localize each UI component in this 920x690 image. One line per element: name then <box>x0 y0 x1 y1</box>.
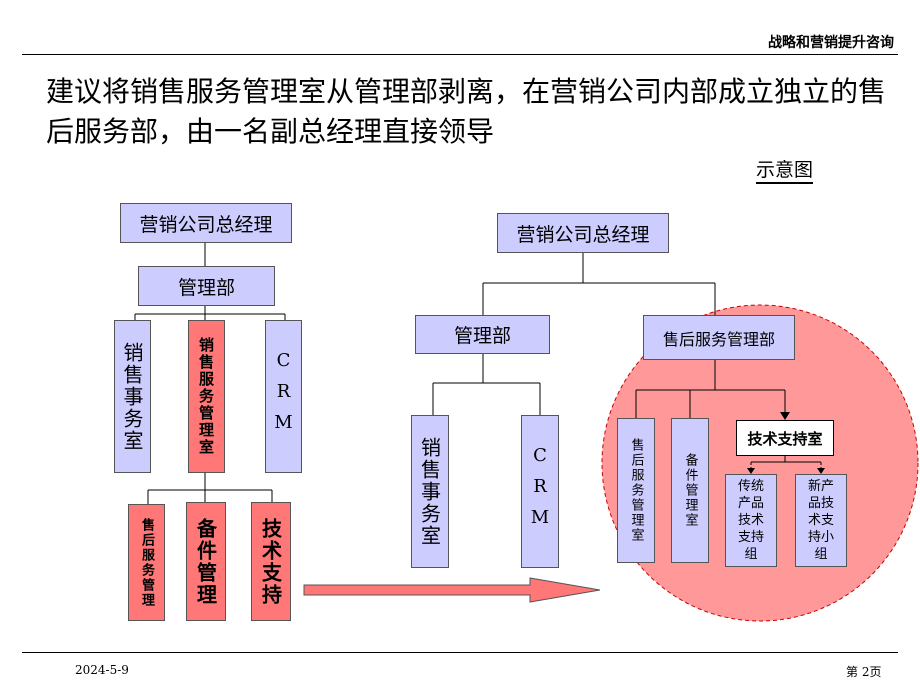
footer-rule <box>22 652 898 653</box>
left-mgmt-box: 管理部 <box>138 266 275 306</box>
diagram-label: 示意图 <box>756 158 814 184</box>
right-after-sales-dept-label: 售后服务管理部 <box>662 329 775 349</box>
left-sales-office-label: 销售事务室 <box>120 341 144 452</box>
left-parts-box: 备件管理 <box>186 502 226 621</box>
right-gm-label: 营销公司总经理 <box>516 223 650 246</box>
transition-arrow <box>303 577 601 603</box>
right-new-support-box: 新产品技术支持小组 <box>795 474 847 567</box>
right-mgmt-label: 管理部 <box>453 325 511 347</box>
left-connectors <box>134 242 286 504</box>
right-mgmt-box: 管理部 <box>415 315 550 354</box>
right-after-sales-dept-box: 售后服务管理部 <box>643 315 795 360</box>
left-gm-label: 营销公司总经理 <box>139 213 273 236</box>
dashed-arrow-stems <box>750 462 822 468</box>
right-trad-support-label: 传统产品技术支持组 <box>737 479 764 562</box>
left-after-sales-label: 售后服务管理 <box>139 517 154 608</box>
consulting-label: 战略和营销提升咨询 <box>768 35 894 51</box>
left-tech-box: 技术支持 <box>251 502 291 621</box>
slide-title: 建议将销售服务管理室从管理部剥离，在营销公司内部成立独立的售后服务部，由一名副总… <box>46 75 887 148</box>
footer-date: 2024-5-9 <box>75 663 129 677</box>
left-crm-label: CRM <box>273 350 294 443</box>
right-crm-label: CRM <box>529 445 551 538</box>
left-sales-office-box: 销售事务室 <box>114 320 151 473</box>
left-gm-box: 营销公司总经理 <box>120 203 292 243</box>
left-after-sales-box: 售后服务管理 <box>128 504 165 621</box>
left-parts-label: 备件管理 <box>193 517 218 606</box>
right-sales-office-label: 销售事务室 <box>417 436 442 547</box>
left-service-mgmt-label: 销售服务管理室 <box>197 337 215 456</box>
left-service-mgmt-box: 销售服务管理室 <box>188 320 225 473</box>
right-new-support-label: 新产品技术支持小组 <box>807 479 834 562</box>
right-gm-box: 营销公司总经理 <box>497 213 669 253</box>
left-tech-label: 技术支持 <box>258 517 283 606</box>
right-parts-room-box: 备件管理室 <box>671 418 709 563</box>
left-crm-box: CRM <box>265 320 302 473</box>
right-crm-box: CRM <box>521 415 559 568</box>
right-arrowheads <box>747 412 825 474</box>
right-tech-room-box: 技术支持室 <box>736 420 834 456</box>
right-after-sales-room-box: 售后服务管理室 <box>617 418 655 563</box>
right-trad-support-box: 传统产品技术支持组 <box>725 474 777 567</box>
right-after-sales-room-label: 售后服务管理室 <box>628 438 644 543</box>
right-connectors <box>432 253 821 463</box>
left-mgmt-label: 管理部 <box>177 276 235 299</box>
right-sales-office-box: 销售事务室 <box>411 415 449 568</box>
right-parts-room-label: 备件管理室 <box>682 453 698 528</box>
footer-page-number: 第 2页 <box>846 665 882 679</box>
right-tech-room-label: 技术支持室 <box>747 429 823 448</box>
header-rule <box>22 54 898 55</box>
